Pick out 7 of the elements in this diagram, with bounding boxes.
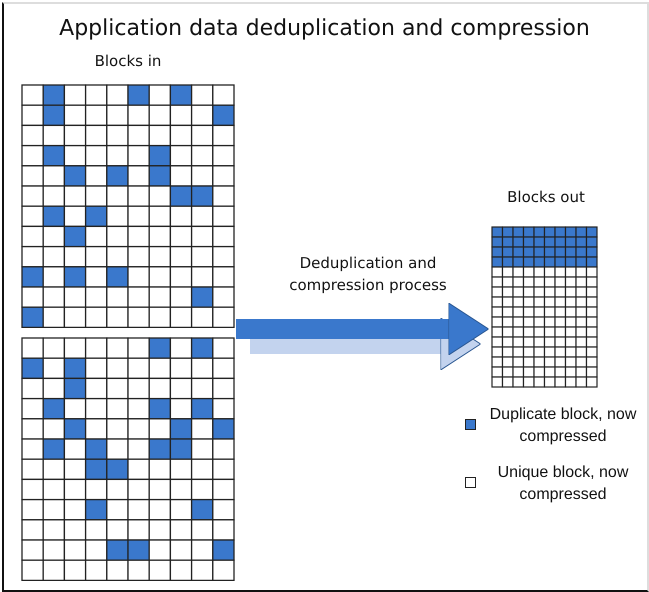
edge-label: Deduplication and compression process [288, 253, 448, 296]
grid-heading: Blocks in [94, 52, 162, 70]
legend-label: Duplicate block, now compressed [488, 405, 638, 447]
diagram-title: Application data deduplication and compression [58, 16, 591, 41]
block-arrow [236, 302, 490, 370]
grid-heading: Blocks out [506, 188, 586, 206]
legend-label: Unique block, now compressed [496, 463, 630, 505]
